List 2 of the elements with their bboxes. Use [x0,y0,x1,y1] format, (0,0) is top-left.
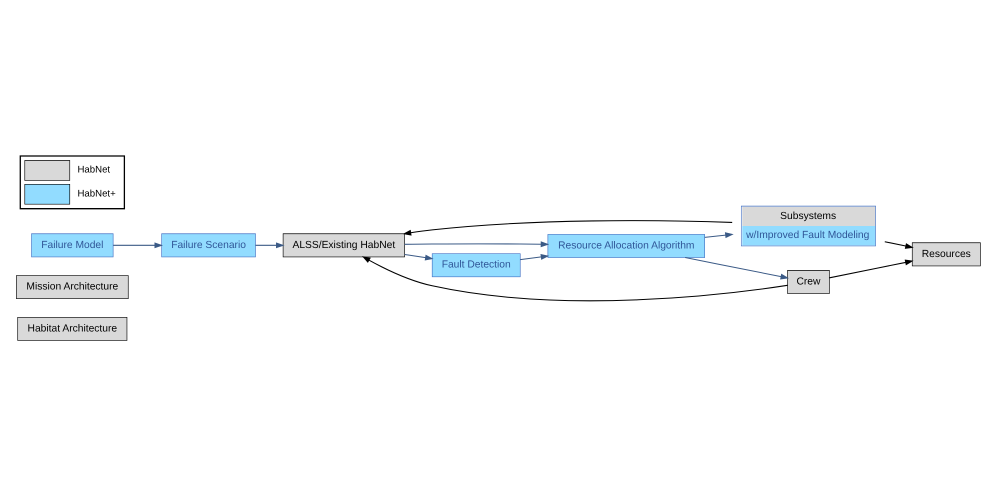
legend-label: HabNet [77,164,110,176]
legend-label: HabNet+ [77,188,116,199]
